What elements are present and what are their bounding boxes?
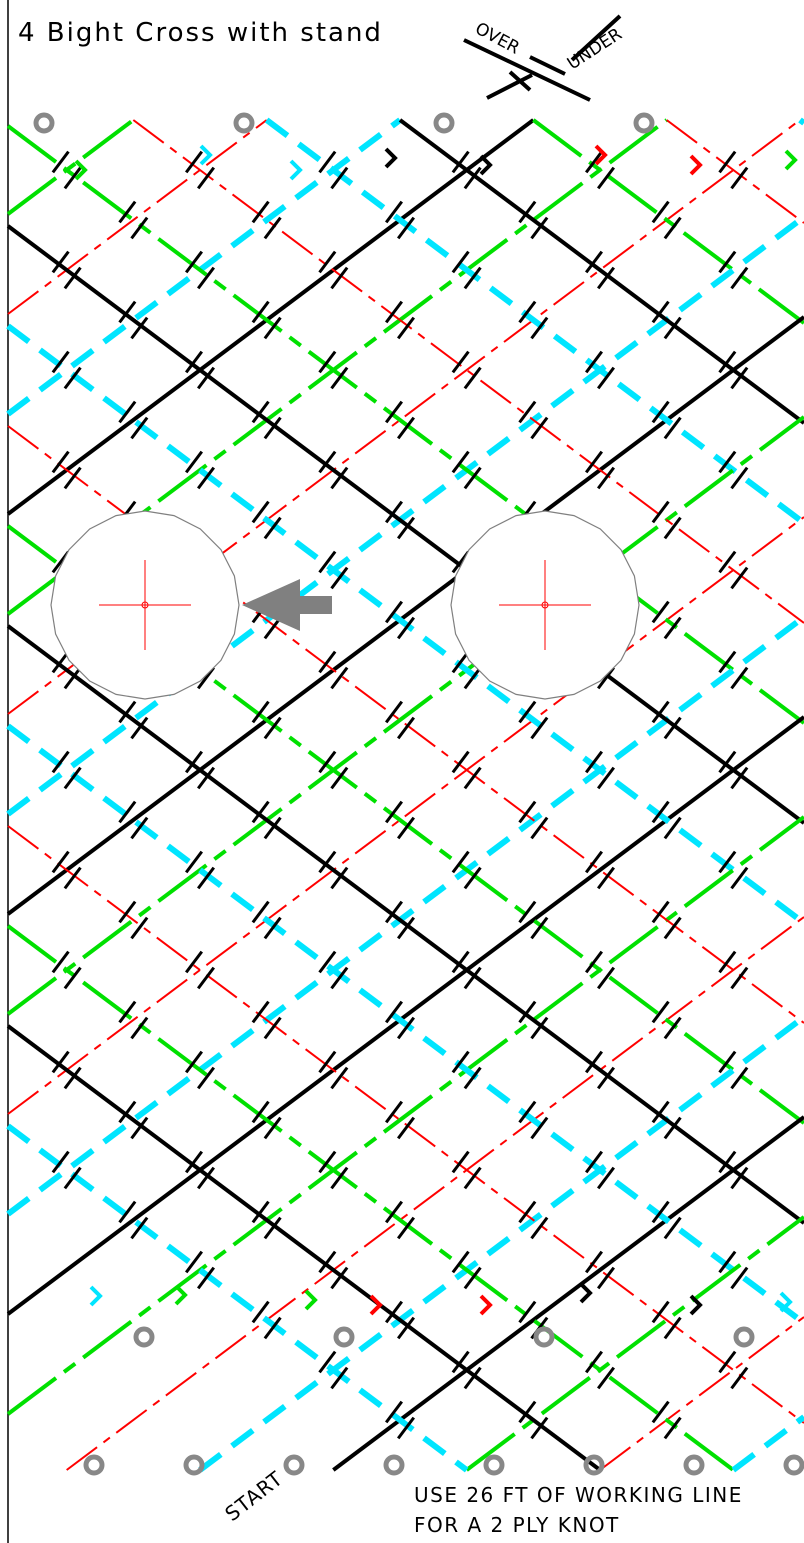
page-title: 4 Bight Cross with stand: [18, 18, 383, 48]
note-line-2: FOR A 2 PLY KNOT: [414, 1513, 620, 1537]
cyan-strand: [800, 120, 804, 123]
mandrel-left: [51, 511, 239, 699]
note-line-1: USE 26 FT OF WORKING LINE: [414, 1483, 743, 1507]
mandrel-right: [451, 511, 639, 699]
